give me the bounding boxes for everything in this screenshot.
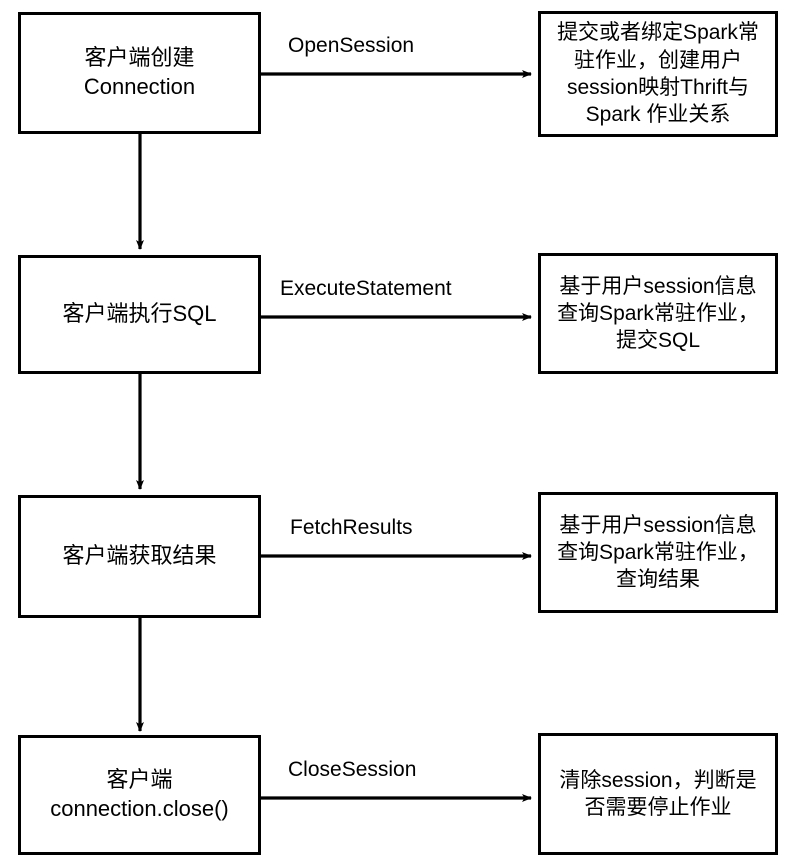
node-label: 清除session，判断是 否需要停止作业 [559,768,757,819]
node-label: 客户端执行SQL [62,301,217,327]
node-client-fetch-results[interactable]: 客户端获取结果 [18,495,261,618]
node-client-close-connection[interactable]: 客户端 connection.close() [18,735,261,855]
node-label: 基于用户session信息 查询Spark常驻作业， 查询结果 [557,513,759,592]
node-label: 基于用户session信息 查询Spark常驻作业， 提交SQL [557,274,759,353]
node-server-execute-statement[interactable]: 基于用户session信息 查询Spark常驻作业， 提交SQL [538,253,778,374]
node-server-open-session[interactable]: 提交或者绑定Spark常 驻作业，创建用户 session映射Thrift与 S… [538,11,778,137]
edge-label-execute-statement: ExecuteStatement [280,277,452,300]
edge-label-fetch-results: FetchResults [290,516,413,539]
node-server-fetch-results[interactable]: 基于用户session信息 查询Spark常驻作业， 查询结果 [538,492,778,613]
edge-label-open-session: OpenSession [288,34,415,57]
node-server-close-session[interactable]: 清除session，判断是 否需要停止作业 [538,733,778,855]
node-label: 客户端创建 Connection [83,45,196,99]
node-label: 客户端获取结果 [62,543,217,569]
node-client-create-connection[interactable]: 客户端创建 Connection [18,12,261,134]
node-label: 客户端 connection.close() [50,767,229,821]
node-label: 提交或者绑定Spark常 驻作业，创建用户 session映射Thrift与 S… [557,21,759,127]
node-client-execute-sql[interactable]: 客户端执行SQL [18,255,261,374]
edge-label-close-session: CloseSession [288,758,417,781]
